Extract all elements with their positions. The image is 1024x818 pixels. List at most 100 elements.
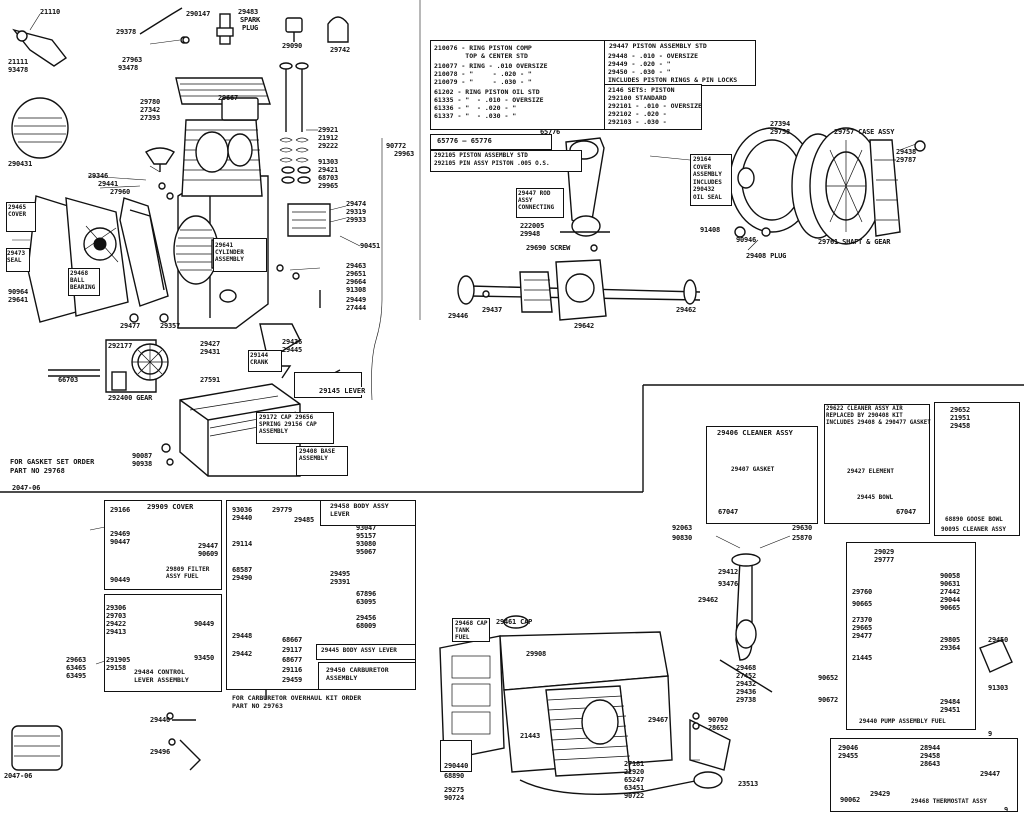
part-90631: 90631 (940, 580, 961, 588)
part-29742: 29742 (330, 46, 351, 54)
ball-bearing-label: 29468 BALL BEARING (70, 270, 96, 291)
ring-std-label: 210076 - RING PISTON COMP TOP & CENTER S… (434, 44, 532, 60)
part-21111: 21111 (8, 58, 29, 66)
base-assembly-label: 29408 BASE ASSEMBLY (299, 448, 336, 462)
lever-label: 29145 LEVER (318, 387, 367, 395)
part-65776-a: 65776 (540, 128, 561, 136)
page-code-b: 2047-06 (4, 772, 33, 780)
piston-pin-label: 65776 — 65776 (436, 137, 493, 145)
part-29948: 29948 (520, 230, 541, 238)
part-27394: 27394 (770, 120, 791, 128)
part-65247: 65247 (624, 776, 645, 784)
part-90700: 90700 (708, 716, 729, 724)
part-21110: 21110 (40, 8, 61, 16)
part-29357: 29357 (160, 322, 181, 330)
part-29477: 29477 (120, 322, 141, 330)
part-29116: 29116 (282, 666, 303, 674)
part-93478: 93478 (8, 66, 29, 74)
part-90058: 90058 (940, 572, 961, 580)
part-29664: 29664 (346, 278, 367, 286)
part-29046: 29046 (838, 744, 859, 752)
connecting-rod-label: 29447 ROD ASSY CONNECTING (518, 190, 555, 211)
part-27591: 27591 (200, 376, 221, 384)
part-28944: 28944 (920, 744, 941, 752)
part-90449-b: 90449 (194, 620, 215, 628)
part-27442: 27442 (940, 588, 961, 596)
thermostat-label: 29468 THERMOSTAT ASSY (910, 798, 988, 806)
part-93036: 93036 (232, 506, 253, 514)
part-91408: 91408 (700, 226, 721, 234)
part-29158: 29158 (106, 664, 127, 672)
part-29412: 29412 (718, 568, 739, 576)
part-91303-b: 91303 (988, 684, 1009, 692)
part-29462: 29462 (676, 306, 697, 314)
part-290431: 290431 (8, 160, 33, 168)
cover-box (6, 202, 36, 232)
part-91308: 91308 (346, 286, 367, 294)
part-21443: 21443 (520, 732, 541, 740)
part-28652: 28652 (708, 724, 729, 732)
part-29455-b: 29455 (838, 752, 859, 760)
part-21951: 21951 (950, 414, 971, 422)
cover-assembly-box (690, 154, 732, 206)
part-29663: 29663 (66, 656, 87, 664)
part-29787: 29787 (896, 156, 917, 164)
part-29346: 29346 (88, 172, 109, 180)
part-29641: 29641 (8, 296, 29, 304)
washers (129, 36, 970, 748)
crank-box (248, 350, 282, 372)
part-29114: 29114 (232, 540, 253, 548)
piston-assembly-label: 29447 PISTON ASSEMBLY STD (608, 42, 708, 50)
part-29483: 29483 (238, 8, 259, 16)
part-90449: 90449 (110, 576, 131, 584)
part-63465: 63465 (66, 664, 87, 672)
spark-label: SPARK (240, 16, 261, 24)
part-29378: 29378 (116, 28, 137, 36)
page-code-a: 2047-06 (12, 484, 41, 492)
part-29467-b: 29467 (648, 716, 669, 724)
part-29760: 29760 (852, 588, 873, 596)
ball-bearing-box (68, 268, 100, 296)
part-29438: 29438 (896, 148, 917, 156)
part-27963: 27963 (122, 56, 143, 64)
cover-label-2: 29909 COVER (146, 503, 195, 511)
part-29441: 29441 (98, 180, 119, 188)
part-90087: 90087 (132, 452, 153, 460)
part-29456: 29456 (356, 614, 377, 622)
piston-pin-assy-label: 292105 PISTON ASSEMBLY STD 292105 PIN AS… (434, 152, 550, 167)
part-92063: 92063 (672, 524, 693, 532)
seal-box (6, 248, 30, 272)
cap-assembly-label: 29172 CAP 29656 SPRING 29156 CAP ASSEMBL… (259, 414, 317, 435)
part-29461-cap: 29461 CAP (496, 618, 533, 626)
cleaner-air-label: 29622 CLEANER ASSY AIR REPLACED BY 29040… (826, 406, 931, 426)
part-67047: 67047 (718, 508, 739, 516)
fuel-pump-label: 29440 PUMP ASSEMBLY FUEL (858, 718, 947, 726)
part-29805: 29805 (940, 636, 961, 644)
part-93450: 93450 (194, 654, 215, 662)
part-27960: 27960 (110, 188, 131, 196)
part-29738: 29738 (736, 696, 757, 704)
part-63451: 63451 (624, 784, 645, 792)
part-29908: 29908 (526, 650, 547, 658)
part-29703: 29703 (106, 612, 127, 620)
part-29432: 29432 (736, 680, 757, 688)
part-29446: 29446 (448, 312, 469, 320)
part-29780: 29780 (140, 98, 161, 106)
part-29630: 29630 (792, 524, 813, 532)
part-23513: 23513 (738, 780, 759, 788)
part-29391: 29391 (330, 578, 351, 586)
part-90609: 90609 (198, 550, 219, 558)
carburetor-assembly-label: 29450 CARBURETOR ASSEMBLY (326, 666, 389, 682)
part-29921: 29921 (318, 126, 339, 134)
part-29690: 29690 SCREW (526, 244, 571, 252)
part-29222: 29222 (318, 142, 339, 150)
part-29445: 29445 (282, 346, 303, 354)
part-93047: 93047 (356, 524, 377, 532)
part-29447-b: 29447 (980, 770, 1001, 778)
gear-case-group (729, 127, 926, 245)
part-29408-plug: 29408 PLUG (746, 252, 787, 260)
part-29779: 29779 (272, 506, 293, 514)
piston-pin-assy-box (430, 150, 582, 172)
filter-label: 29809 FILTER ASSY FUEL (166, 566, 210, 580)
part-29166: 29166 (110, 506, 131, 514)
